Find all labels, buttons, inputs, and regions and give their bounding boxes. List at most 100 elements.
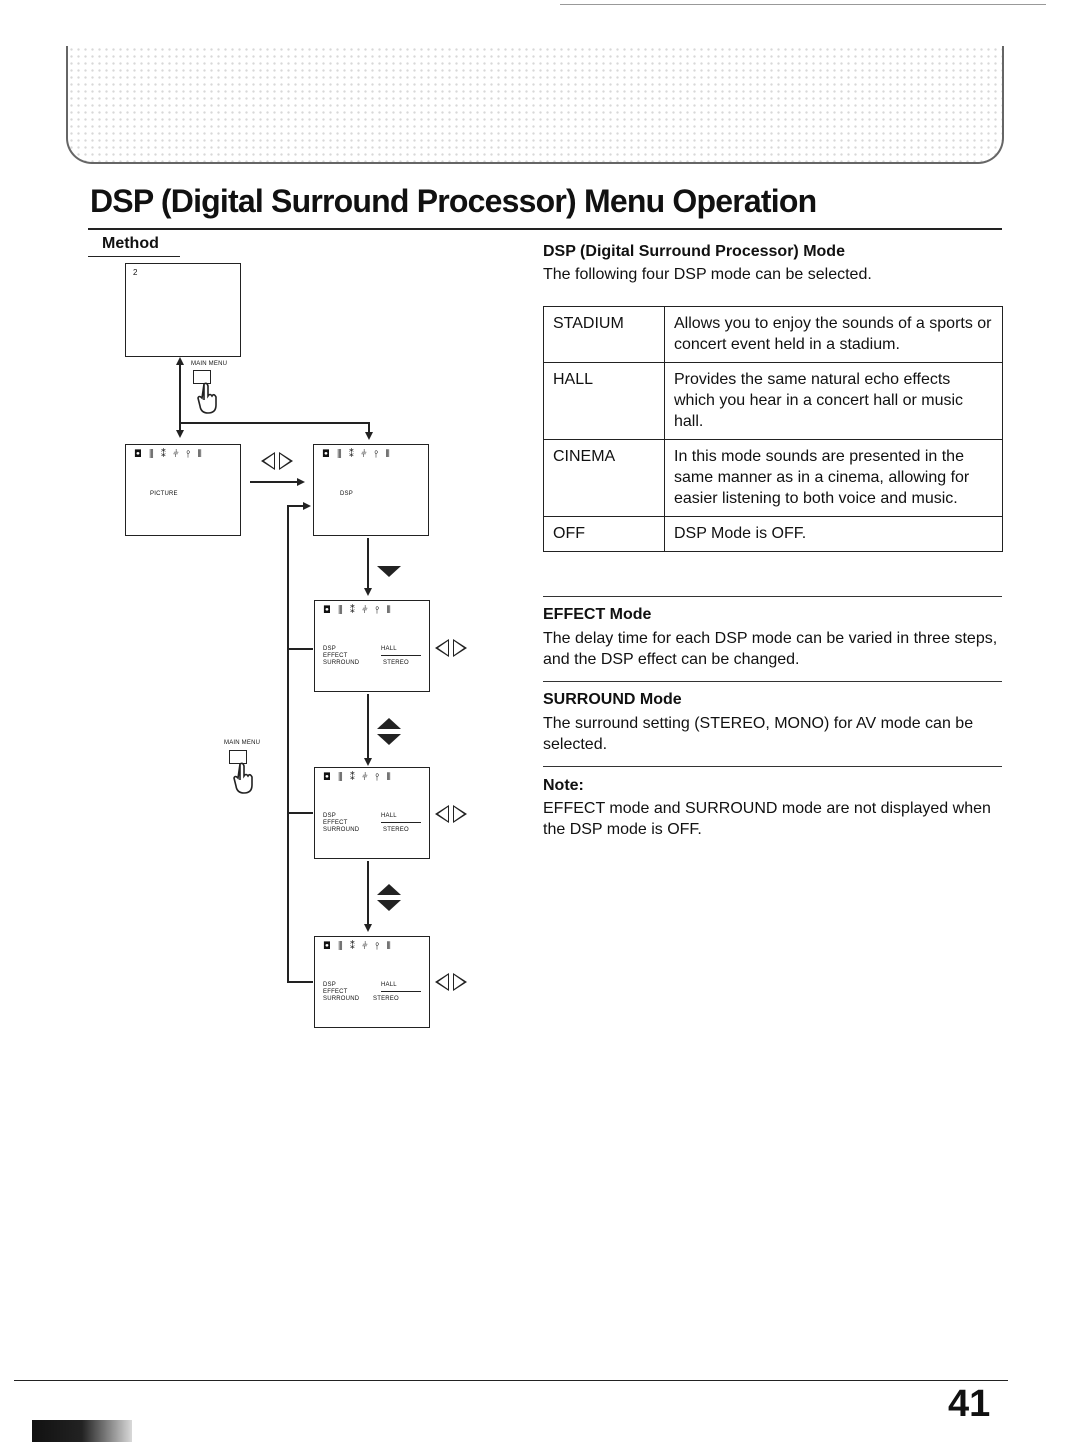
submenu-dsp-row: DSP — [323, 813, 336, 819]
main-menu-button[interactable] — [193, 370, 211, 384]
note-heading: Note: — [543, 777, 584, 794]
mode-description-cell: Provides the same natural echo effects w… — [664, 362, 1003, 440]
arrow-down-icon — [176, 430, 184, 438]
footer-rule — [14, 1380, 1008, 1381]
mode-description-cell: Allows you to enjoy the sounds of a spor… — [664, 306, 1003, 363]
section-divider — [543, 766, 1002, 767]
value-underline — [381, 822, 421, 823]
submenu-dsp-value: HALL — [381, 646, 397, 652]
right-arrow-icon — [453, 973, 467, 991]
submenu-dsp-value: HALL — [381, 982, 397, 988]
method-underline — [88, 256, 180, 257]
up-button-icon — [377, 718, 401, 729]
arrow-down-icon — [364, 758, 372, 766]
arrow-right-icon — [303, 502, 311, 510]
submenu-surround-value: STEREO — [373, 996, 399, 1002]
top-rule — [560, 4, 1046, 5]
mode-name-cell: OFF — [543, 516, 665, 552]
submenu-surround-value: STEREO — [383, 827, 409, 833]
surround-mode-heading: SURROUND Mode — [543, 691, 682, 708]
section-divider — [543, 681, 1002, 682]
arrow-down-icon — [364, 924, 372, 932]
tv-screen-initial: 2 — [125, 263, 241, 357]
tv-screen-dsp-menu: ◘ ⫼ ⁑ ⫩ ⫯ ⫴ DSP — [313, 444, 429, 536]
header-decoration-box — [66, 46, 1004, 164]
main-menu-button[interactable] — [229, 750, 247, 764]
arrow-right-icon — [297, 478, 305, 486]
page-title: DSP (Digital Surround Processor) Menu Op… — [90, 183, 817, 219]
right-arrow-icon — [453, 639, 467, 657]
connector-line — [367, 694, 369, 760]
mode-name-cell: CINEMA — [543, 439, 665, 517]
table-row: CINEMA In this mode sounds are presented… — [543, 439, 1003, 517]
arrow-down-icon — [364, 588, 372, 596]
tv-screen-picture-menu: ◘ ⫼ ⁑ ⫩ ⫯ ⫴ PICTURE — [125, 444, 241, 536]
connector-line — [180, 422, 370, 424]
page-number: 41 — [948, 1383, 991, 1425]
connector-line — [287, 981, 313, 983]
down-button-icon — [377, 900, 401, 911]
submenu-effect-row: EFFECT — [323, 653, 348, 659]
submenu-dsp-value: HALL — [381, 813, 397, 819]
dsp-mode-heading: DSP (Digital Surround Processor) Mode — [543, 243, 845, 260]
corner-tab-mark — [32, 1420, 132, 1442]
submenu-surround-row: SURROUND — [323, 827, 360, 833]
dsp-label: DSP — [340, 491, 353, 497]
tv-screen-dsp-submenu: ◘ ⫼ ⁑ ⫩ ⫯ ⫴ DSP HALL EFFECT SURROUND STE… — [314, 767, 430, 859]
left-arrow-icon — [435, 639, 449, 657]
submenu-surround-value: STEREO — [383, 660, 409, 666]
effect-mode-text: The delay time for each DSP mode can be … — [543, 630, 998, 668]
connector-line — [287, 812, 313, 814]
channel-number: 2 — [133, 268, 138, 277]
method-label: Method — [102, 235, 159, 252]
connector-line — [250, 481, 298, 483]
tv-screen-dsp-submenu: ◘ ⫼ ⁑ ⫩ ⫯ ⫴ DSP HALL EFFECT SURROUND STE… — [314, 936, 430, 1028]
right-arrow-icon — [279, 452, 293, 470]
dsp-mode-intro: The following four DSP mode can be selec… — [543, 266, 872, 283]
pointing-hand-icon — [233, 762, 253, 794]
connector-line — [287, 648, 313, 650]
left-arrow-icon — [435, 973, 449, 991]
left-arrow-icon — [435, 805, 449, 823]
submenu-dsp-row: DSP — [323, 646, 336, 652]
table-row: HALL Provides the same natural echo effe… — [543, 362, 1003, 440]
left-arrow-icon — [261, 452, 275, 470]
effect-mode-heading: EFFECT Mode — [543, 606, 652, 623]
dsp-mode-table: STADIUM Allows you to enjoy the sounds o… — [543, 306, 1003, 552]
mode-description-cell: In this mode sounds are presented in the… — [664, 439, 1003, 517]
title-rule — [88, 228, 1002, 230]
table-row: OFF DSP Mode is OFF. — [543, 516, 1003, 552]
connector-line — [287, 505, 289, 983]
menu-icons-bar: ◘ ⫼ ⁑ ⫩ ⫯ ⫴ — [134, 449, 204, 460]
menu-icons-bar: ◘ ⫼ ⁑ ⫩ ⫯ ⫴ — [323, 605, 393, 616]
picture-label: PICTURE — [150, 491, 178, 497]
section-divider — [543, 596, 1002, 597]
up-button-icon — [377, 884, 401, 895]
submenu-effect-row: EFFECT — [323, 820, 348, 826]
table-row: STADIUM Allows you to enjoy the sounds o… — [543, 306, 1003, 363]
down-button-icon — [377, 566, 401, 577]
right-arrow-icon — [453, 805, 467, 823]
arrow-down-icon — [365, 432, 373, 440]
submenu-surround-row: SURROUND — [323, 660, 360, 666]
connector-line — [288, 505, 303, 507]
connector-line — [368, 422, 370, 434]
menu-icons-bar: ◘ ⫼ ⁑ ⫩ ⫯ ⫴ — [323, 941, 393, 952]
arrow-up-icon — [176, 357, 184, 365]
mode-description-cell: DSP Mode is OFF. — [664, 516, 1003, 552]
mode-name-cell: HALL — [543, 362, 665, 440]
main-menu-label: MAIN MENU — [191, 361, 228, 367]
value-underline — [381, 991, 421, 992]
down-button-icon — [377, 734, 401, 745]
connector-line — [179, 362, 181, 432]
pointing-hand-icon — [197, 382, 217, 414]
menu-icons-bar: ◘ ⫼ ⁑ ⫩ ⫯ ⫴ — [323, 772, 393, 783]
note-text: EFFECT mode and SURROUND mode are not di… — [543, 800, 991, 838]
main-menu-label: MAIN MENU — [224, 740, 261, 746]
submenu-surround-row: SURROUND — [323, 996, 360, 1002]
submenu-dsp-row: DSP — [323, 982, 336, 988]
tv-screen-dsp-submenu: ◘ ⫼ ⁑ ⫩ ⫯ ⫴ DSP HALL EFFECT SURROUND STE… — [314, 600, 430, 692]
menu-icons-bar: ◘ ⫼ ⁑ ⫩ ⫯ ⫴ — [322, 449, 392, 460]
connector-line — [367, 538, 369, 588]
mode-name-cell: STADIUM — [543, 306, 665, 363]
